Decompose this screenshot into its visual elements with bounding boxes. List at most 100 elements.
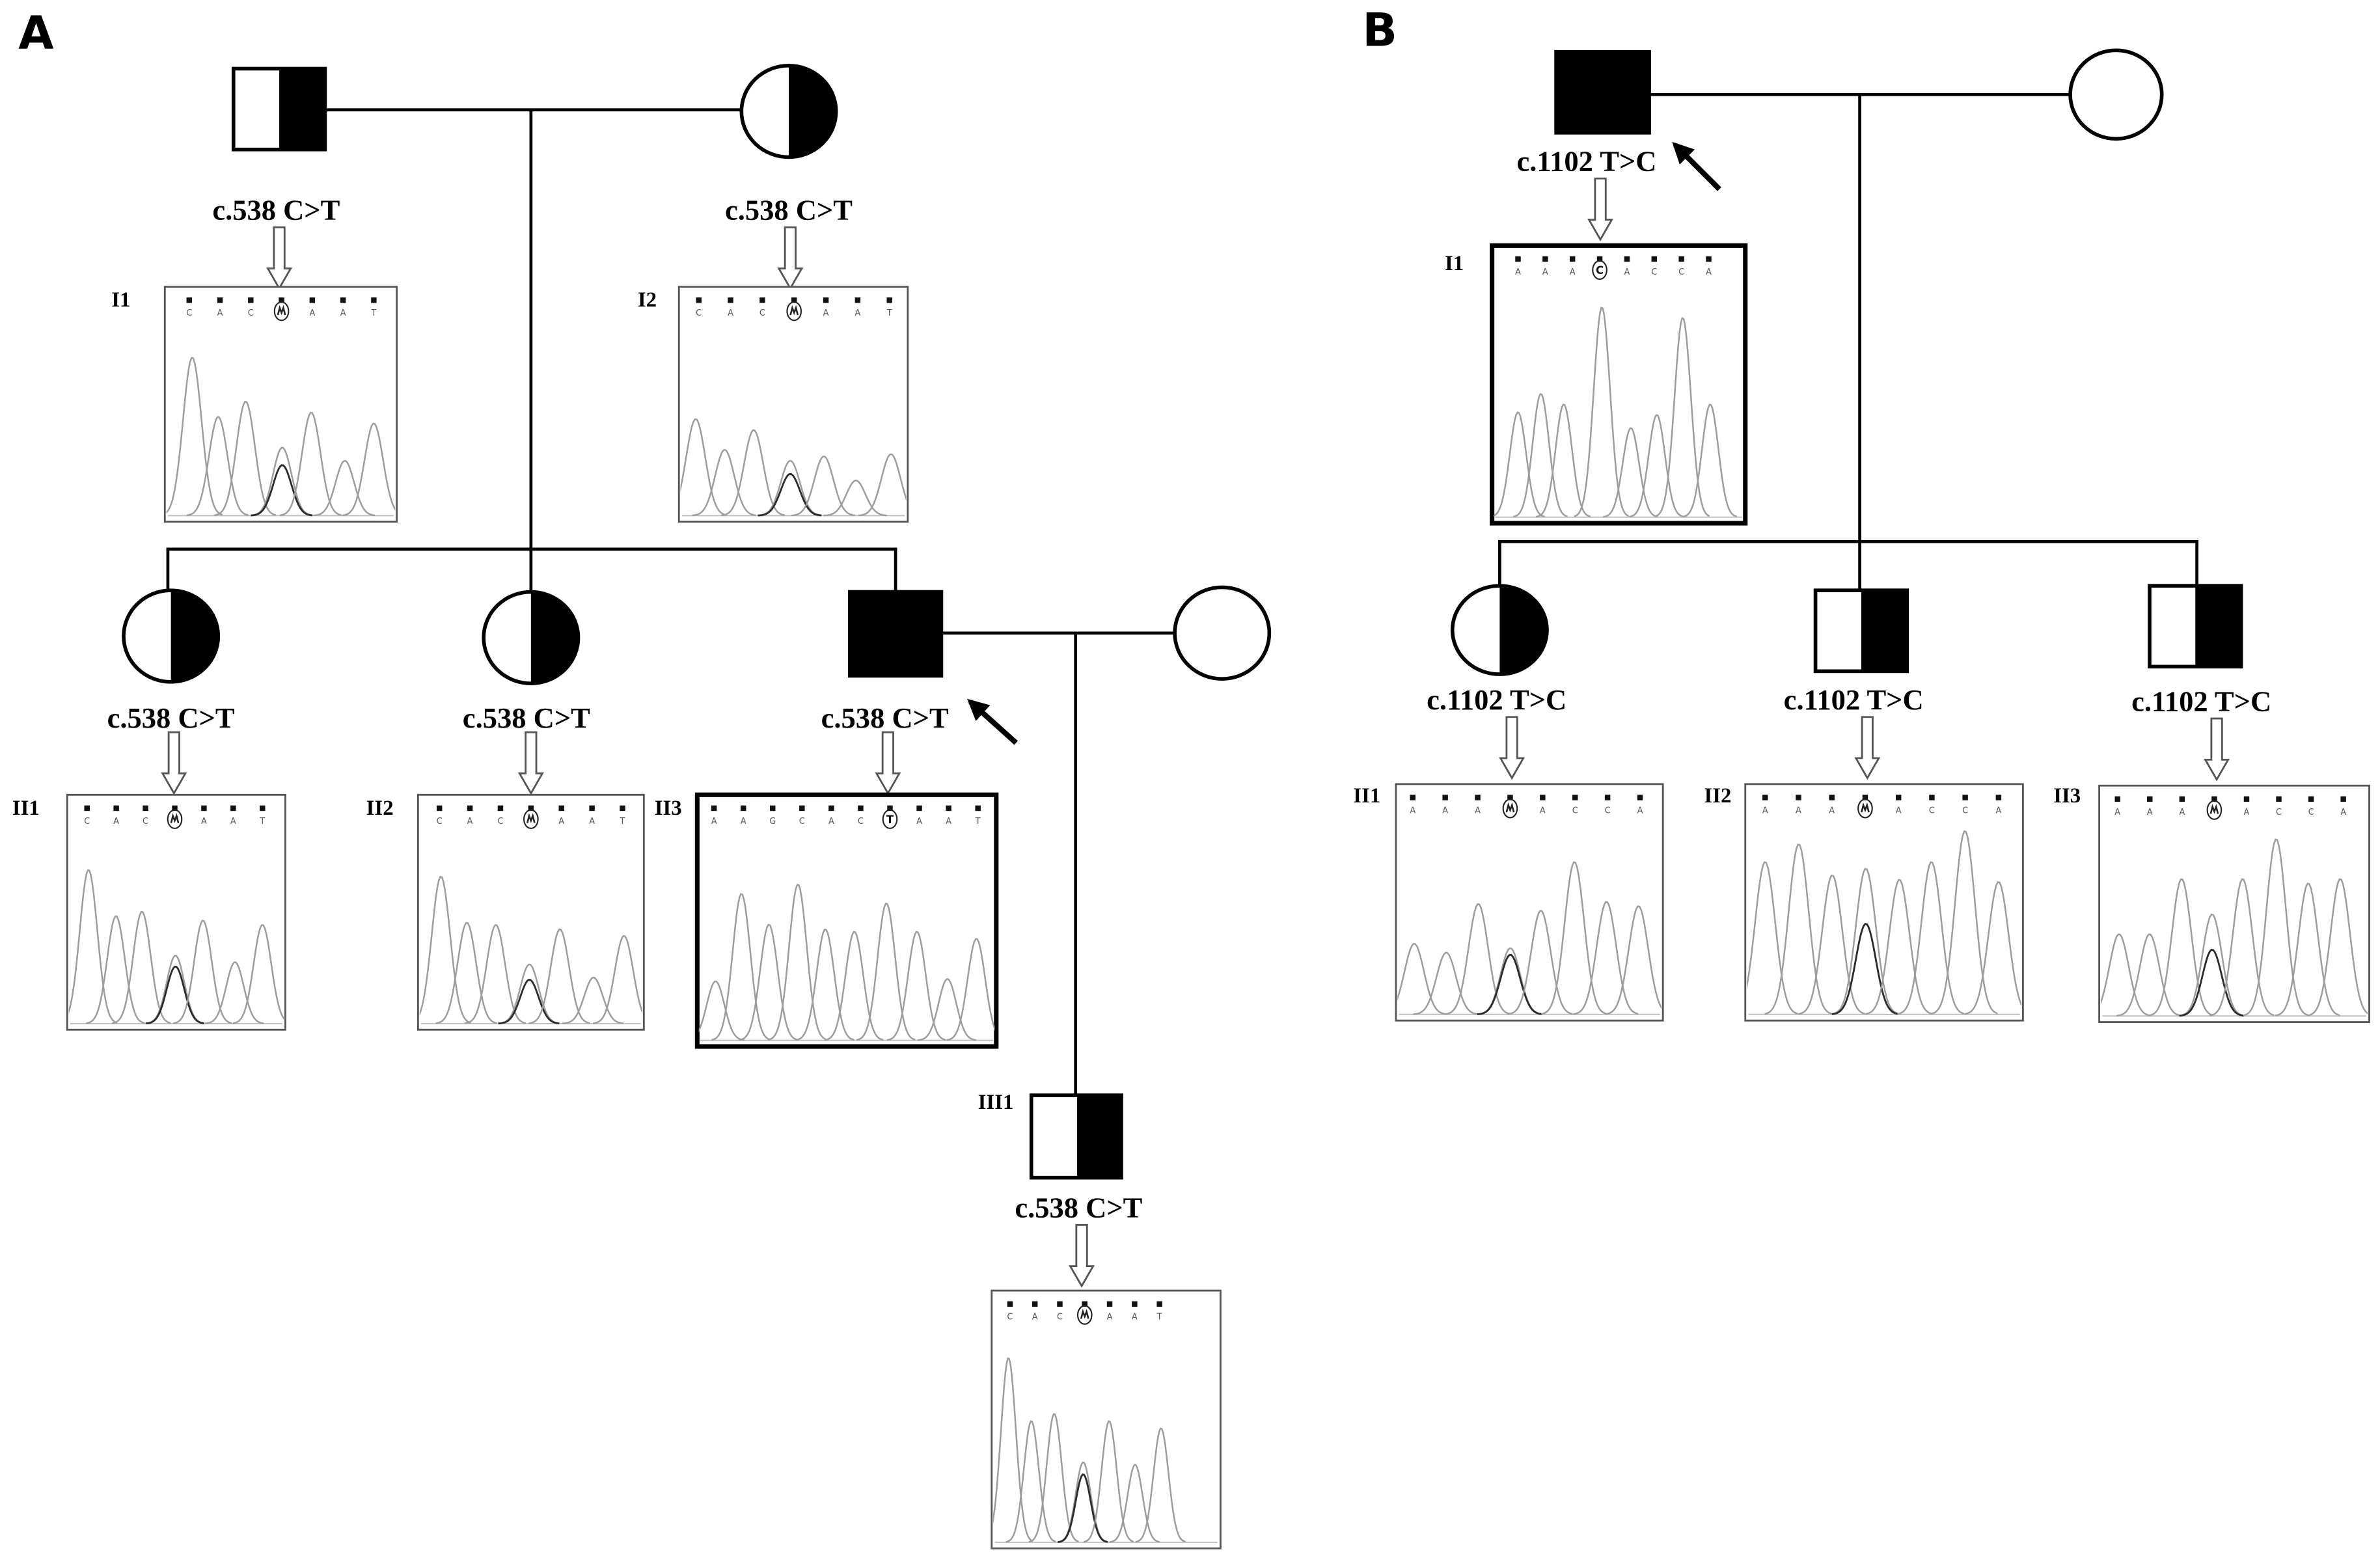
chromatogram-peak <box>1930 830 1998 1015</box>
chromatogram-peak <box>824 931 884 1041</box>
chromatogram-peak <box>2100 933 2151 1017</box>
heterozygous-peak-icon <box>1080 1309 1089 1319</box>
base-marker <box>2179 796 2185 802</box>
variant-label: c.1102 T>C <box>1427 683 1566 716</box>
base-marker <box>2114 796 2120 802</box>
chromatogram-peak <box>2116 933 2182 1017</box>
panel-a: A <box>12 7 1272 1549</box>
variant-call-circle <box>882 809 898 829</box>
base-marker <box>1895 795 1902 800</box>
base-letter: T <box>620 817 625 826</box>
base-letter: A <box>2147 808 2153 817</box>
chromatogram-peak <box>767 883 827 1041</box>
chromatogram-peak <box>1397 943 1447 1015</box>
base-marker <box>1515 256 1521 262</box>
individual-id: III1 <box>978 1091 1014 1114</box>
base-letter: A <box>741 817 746 826</box>
chromatogram-peak <box>592 935 642 1024</box>
base-marker <box>823 297 829 303</box>
base-letter: C <box>2308 808 2314 817</box>
base-letter: C <box>1678 267 1684 277</box>
chromatogram-peak <box>1507 910 1573 1015</box>
chromatogram-peak <box>342 422 396 517</box>
chromatogram-trace <box>1493 307 1743 518</box>
base-letter: C <box>1572 806 1578 815</box>
base-marker <box>1540 795 1546 800</box>
base-letter: C <box>143 817 148 826</box>
base-marker <box>711 805 717 812</box>
base-marker <box>497 805 504 812</box>
base-letter: A <box>1540 806 1546 815</box>
base-letter: T <box>1156 1313 1162 1322</box>
base-marker <box>1762 795 1768 800</box>
heterozygous-peak-icon <box>1505 802 1515 813</box>
chromatogram-peak <box>562 976 624 1024</box>
chromatogram-peak <box>1747 861 1798 1015</box>
symbol-outline <box>847 590 944 678</box>
chromatogram-frame <box>677 286 909 523</box>
chromatogram-trace <box>166 357 396 517</box>
symbol-fill <box>279 68 325 150</box>
chromatogram-frame <box>417 793 645 1031</box>
chromatogram-trace <box>2100 838 2368 1017</box>
chromatogram-peak <box>2209 878 2275 1017</box>
chromatogram-frame <box>2098 784 2370 1023</box>
individual-id: II3 <box>2053 784 2081 808</box>
base-marker <box>1962 795 1968 800</box>
chromatogram-peak <box>1058 1473 1108 1543</box>
base-letter: C <box>799 817 805 826</box>
chromatogram-peak <box>145 965 204 1025</box>
symbol-outline <box>1813 588 1909 674</box>
base-marker <box>340 297 346 303</box>
base-letter: A <box>589 817 595 826</box>
base-letter: A <box>230 817 236 826</box>
chromatogram-frame <box>66 793 286 1031</box>
symbol-fill <box>530 592 579 684</box>
chromatogram-peak <box>1798 874 1865 1015</box>
base-letter: A <box>1706 267 1712 277</box>
chromatogram-peak <box>795 928 855 1041</box>
symbol-outline <box>1029 1093 1123 1180</box>
male-filled-square-icon <box>1554 49 1651 135</box>
chromatogram-peak <box>2275 882 2340 1017</box>
chromatogram-frame <box>1744 783 2024 1022</box>
chromatogram-peak <box>1831 867 1899 1015</box>
chromatogram-peak <box>2179 913 2244 1017</box>
base-letter: A <box>1132 1313 1138 1322</box>
base-marker <box>1007 1301 1013 1307</box>
base-marker <box>1082 1301 1087 1307</box>
base-marker <box>1678 256 1684 262</box>
variant-call-circle <box>1502 798 1518 819</box>
base-letter: A <box>1796 806 1801 815</box>
base-marker <box>855 297 861 303</box>
variant-call-circle <box>786 301 802 321</box>
base-letter: A <box>1896 806 1902 815</box>
base-letter: A <box>1570 267 1576 277</box>
base-marker <box>2308 796 2314 802</box>
variant-call-circle <box>1857 798 1873 819</box>
heterozygous-peak-icon <box>2209 804 2219 814</box>
variant-call-circle <box>523 809 539 829</box>
chromatogram-peak <box>435 921 497 1024</box>
chromatogram-peak <box>1654 317 1710 517</box>
base-marker <box>436 805 443 812</box>
symbol-fill <box>788 65 836 157</box>
base-marker <box>728 297 733 303</box>
base-letter: C <box>1007 1313 1013 1322</box>
chromatogram-peak <box>464 923 527 1024</box>
symbol-fill <box>1499 586 1548 675</box>
chromatogram-peak <box>166 357 223 516</box>
chromatogram-peak <box>680 418 728 516</box>
chromatogram-peak <box>528 928 590 1024</box>
base-letter: C <box>1057 1313 1063 1322</box>
base-letter: C <box>1929 806 1935 815</box>
chromatogram-trace <box>68 869 284 1025</box>
chromatogram-peak <box>917 978 977 1041</box>
base-marker <box>1442 795 1448 800</box>
